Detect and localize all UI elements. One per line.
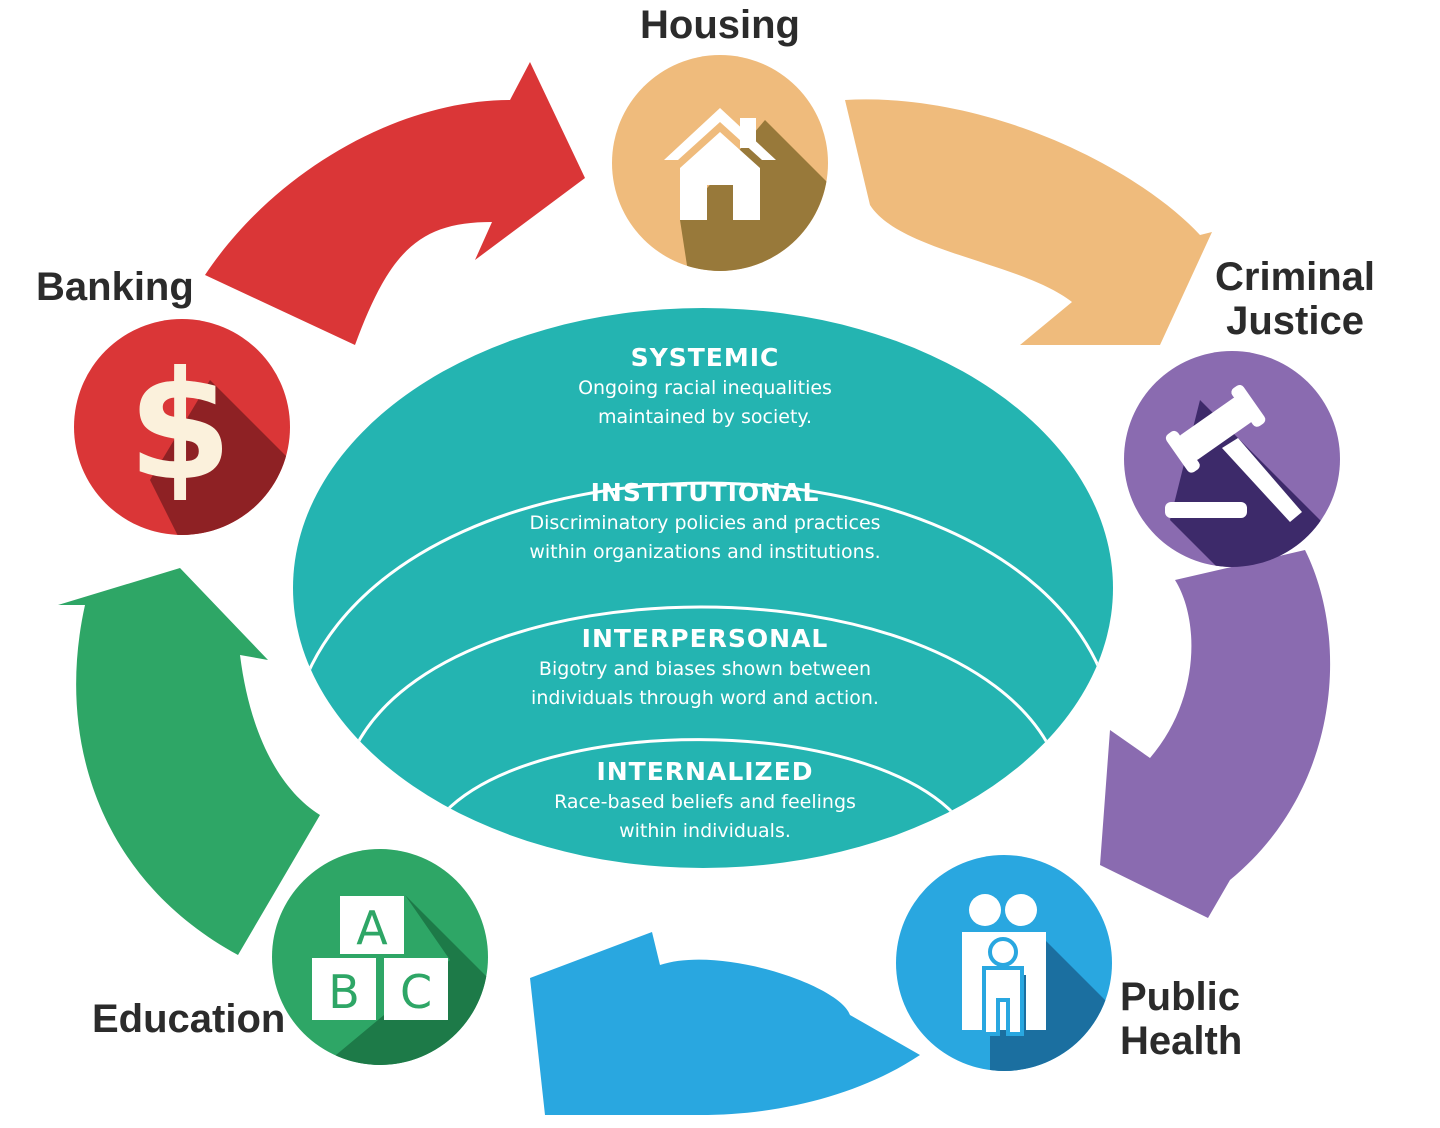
arrow-criminal-justice-to-public-health [1100,550,1331,918]
education-node: A B C [272,849,488,1065]
public-health-node [896,855,1112,1071]
racism-layers-oval [293,308,1113,868]
housing-label: Housing [640,3,800,47]
public-health-label: Public Health [1120,975,1243,1063]
abc-blocks-icon: A B C [312,896,448,1020]
banking-node: $ [74,319,290,535]
layer-divider-internalized [443,738,957,817]
housing-node [612,55,828,271]
criminal-justice-label: Criminal Justice [1215,255,1376,343]
svg-text:A: A [356,901,388,955]
banking-label: Banking [36,265,194,309]
layer-interpersonal: INTERPERSONAL Bigotry and biases shown b… [531,624,879,709]
arrow-banking-to-housing [205,62,585,345]
arrow-education-to-banking [58,568,320,955]
gavel-icon [1165,384,1302,522]
svg-text:B: B [328,965,360,1019]
layer-systemic: SYSTEMIC Ongoing racial inequalities mai… [578,343,832,428]
house-icon [664,108,776,220]
criminal-justice-node [1124,351,1340,567]
arrow-public-health-to-education [530,932,920,1115]
dollar-icon: $ [128,340,232,514]
arrow-housing-to-criminal-justice [845,99,1212,345]
svg-text:C: C [400,965,432,1019]
family-icon [962,894,1046,1036]
education-label: Education [92,997,286,1041]
layer-divider-institutional [305,481,1102,676]
layer-internalized: INTERNALIZED Race-based beliefs and feel… [554,757,856,842]
layer-divider-interpersonal [353,605,1052,749]
layer-institutional: INSTITUTIONAL Discriminatory policies an… [529,478,881,563]
